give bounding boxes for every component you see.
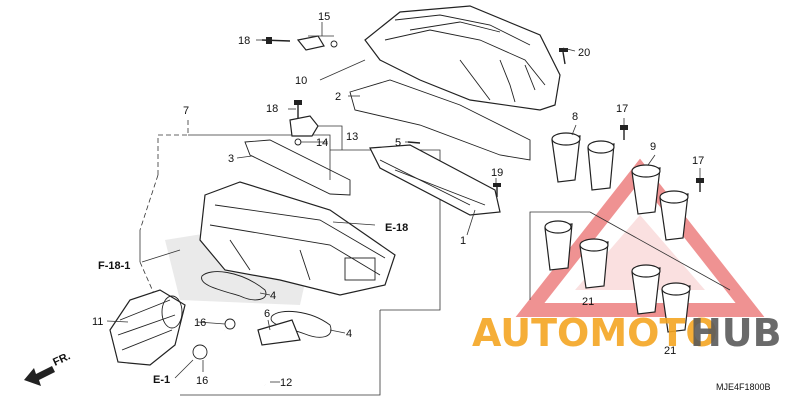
callout-13: 13 <box>346 131 358 143</box>
callout-20: 20 <box>578 47 590 59</box>
funnel-group-21 <box>529 211 731 333</box>
cover-seal <box>349 79 531 161</box>
callouts: 15 18 10 2 18 7 13 14 5 3 1 19 20 8 17 9… <box>92 11 704 389</box>
bracket-6 <box>257 319 301 346</box>
funnel-group-9 <box>631 164 689 241</box>
screw-20 <box>559 48 568 65</box>
clamp-16-upper <box>224 318 236 330</box>
callout-4-upper: 4 <box>270 290 276 302</box>
reference-f18-1[interactable]: F-18-1 <box>98 260 130 272</box>
watermark-part1: AUTOMOTO <box>472 311 718 355</box>
callout-1: 1 <box>460 235 466 247</box>
callout-18-lower: 18 <box>266 103 278 115</box>
callout-18-upper: 18 <box>238 35 250 47</box>
front-arrow: FR. <box>24 350 72 386</box>
screw-17-upper <box>620 125 628 140</box>
reference-e1[interactable]: E-1 <box>153 374 170 386</box>
intake-funnel <box>109 289 186 366</box>
bolt-18-upper <box>261 37 291 44</box>
screw-17-lower <box>696 178 704 192</box>
callout-15: 15 <box>318 11 330 23</box>
front-label: FR. <box>51 350 72 368</box>
gasket-4-upper <box>201 271 267 301</box>
callout-6: 6 <box>264 308 270 320</box>
watermark: AUTOMOTO HUB <box>472 311 782 355</box>
screw-5 <box>407 141 421 144</box>
callout-16-upper: 16 <box>194 317 206 329</box>
callout-12: 12 <box>280 377 292 389</box>
reference-labels: E-18 F-18-1 E-1 <box>98 222 408 386</box>
sensor-15 <box>296 35 338 51</box>
watermark-part2: HUB <box>690 311 782 355</box>
leader-lines <box>106 22 701 383</box>
funnel-8 <box>551 132 615 191</box>
air-cleaner-case <box>199 181 396 296</box>
callout-5: 5 <box>395 137 401 149</box>
callout-9: 9 <box>650 141 656 153</box>
callout-4-lower: 4 <box>346 328 352 340</box>
clamp-16-lower <box>192 344 208 360</box>
callout-2: 2 <box>335 91 341 103</box>
callout-10: 10 <box>295 75 307 87</box>
callout-17-upper: 17 <box>616 103 628 115</box>
bolt-18-lower <box>294 100 302 118</box>
callout-11: 11 <box>92 316 103 328</box>
callout-3: 3 <box>228 153 234 165</box>
air-element <box>369 144 501 216</box>
callout-17-lower: 17 <box>692 155 704 167</box>
case-gasket <box>244 139 351 196</box>
callout-16-lower: 16 <box>196 375 208 387</box>
callout-21-lower: 21 <box>664 345 676 357</box>
callout-7: 7 <box>183 105 189 117</box>
drain-tube <box>223 329 266 387</box>
callout-14: 14 <box>316 137 328 149</box>
callout-8: 8 <box>572 111 578 123</box>
arrow-left-icon <box>24 366 55 386</box>
callout-19: 19 <box>491 167 503 179</box>
reference-e18[interactable]: E-18 <box>385 222 408 234</box>
screw-19 <box>493 183 501 197</box>
air-cleaner-cover <box>364 5 561 111</box>
diagram-code: MJE4F1800B <box>716 382 771 392</box>
callout-21-upper: 21 <box>582 296 594 308</box>
sensor-13 <box>289 115 319 146</box>
